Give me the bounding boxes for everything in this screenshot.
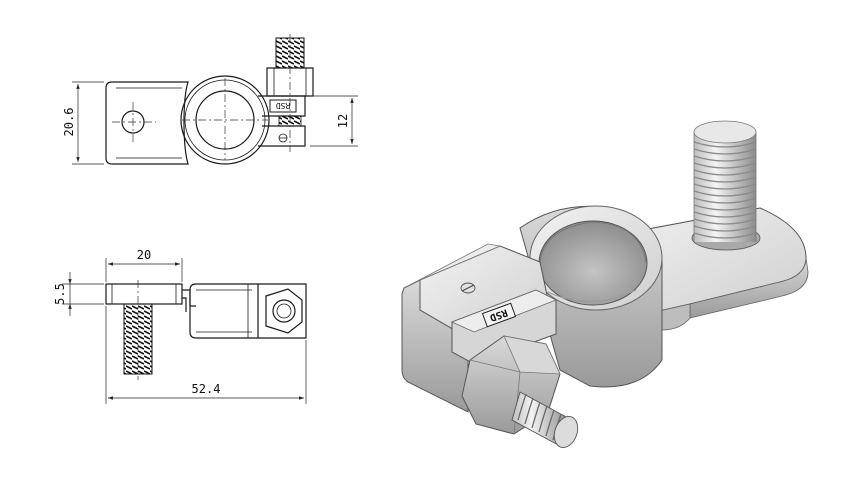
side-view-clamp-body [189,283,259,339]
dim-label-height: 20.6 [62,108,76,137]
top-view-tab-outline [105,81,189,165]
dim-label-thickness: 5.5 [53,283,67,305]
dim-label-width-top: 20 [137,248,151,262]
side-view-nut-hex [265,288,303,334]
side-view: 20 5.5 52.4 [53,248,307,404]
isometric-view: RSD [401,120,809,448]
top-view-clamp-ring [180,75,270,165]
dim-label-bolt-span: 12 [336,114,350,128]
side-view-tab [105,283,183,305]
dim-label-total-length: 52.4 [192,382,221,396]
top-view: RSD 20.6 12 [62,34,358,165]
top-view-marking: RSD [276,101,291,110]
